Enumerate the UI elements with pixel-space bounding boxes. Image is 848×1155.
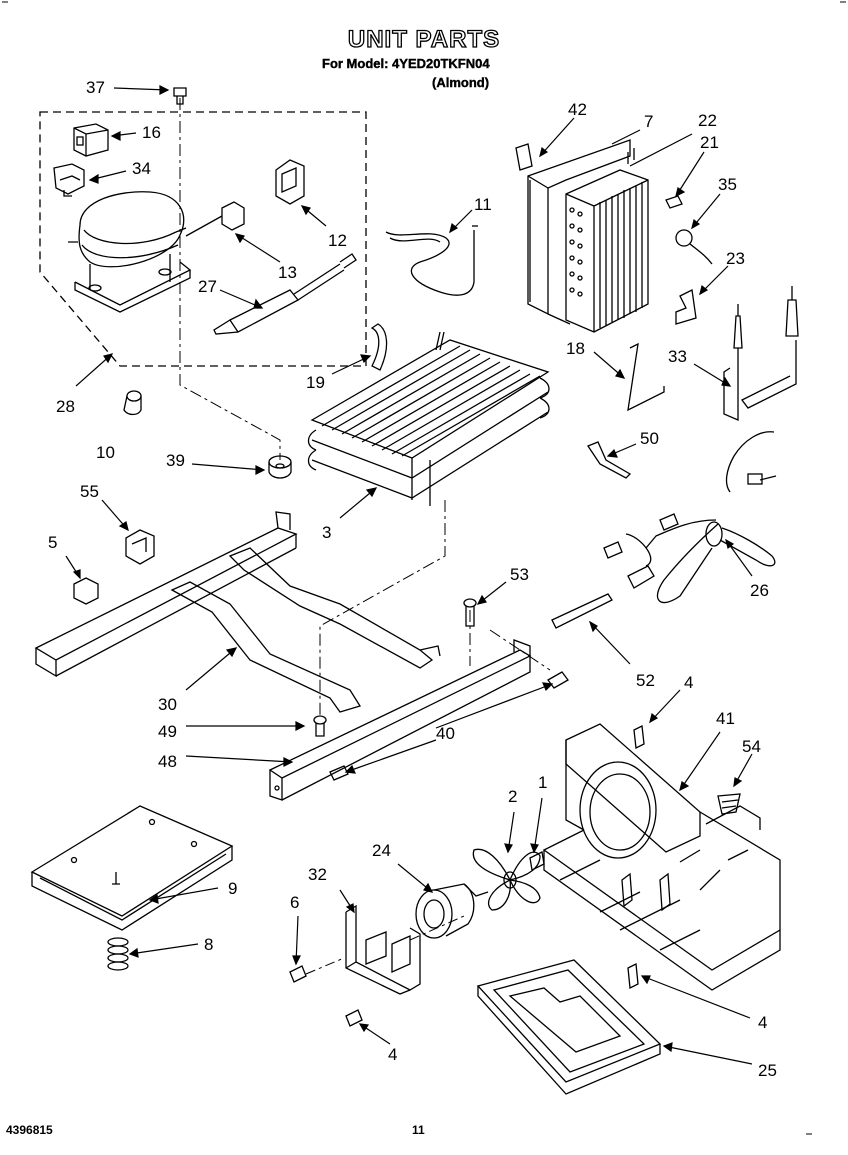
callout-27: 27 xyxy=(198,277,217,296)
part-1-clip xyxy=(529,851,545,871)
callout-39: 39 xyxy=(166,451,185,470)
callout-35: 35 xyxy=(718,175,737,194)
part-11-tube xyxy=(385,225,478,296)
compressor xyxy=(68,191,192,313)
color-line: (Almond) xyxy=(432,75,490,90)
part-53-screw xyxy=(463,598,477,627)
callout-28: 28 xyxy=(56,397,75,416)
callout-9: 9 xyxy=(228,879,237,898)
callout-41: 41 xyxy=(716,709,735,728)
part-7-evaporator-cover xyxy=(527,139,631,325)
callout-leader-lines xyxy=(65,85,753,1065)
part-35-thermostat xyxy=(675,229,713,265)
part-9-panel xyxy=(30,805,234,931)
callout-48: 48 xyxy=(158,752,177,771)
part-40-screw-b xyxy=(329,765,349,781)
callout-42: 42 xyxy=(568,100,587,119)
model-line: For Model: 4YED20TKFN04 xyxy=(322,56,490,71)
callout-3: 3 xyxy=(322,523,331,542)
part-2-fan-blade xyxy=(472,848,541,911)
part-27-drier xyxy=(213,253,357,335)
part-24-fan-motor xyxy=(415,883,489,939)
part-10-grommet xyxy=(123,390,142,416)
callout-49: 49 xyxy=(158,722,177,741)
callout-4-top: 4 xyxy=(684,673,693,692)
callout-5: 5 xyxy=(48,533,57,552)
callout-12: 12 xyxy=(328,231,347,250)
callout-2: 2 xyxy=(508,787,517,806)
part-55-bracket xyxy=(125,529,155,565)
callout-54: 54 xyxy=(742,737,761,756)
part-40-rail xyxy=(268,639,532,801)
callout-labels: 37 16 34 12 13 27 28 10 39 55 5 42 7 22 … xyxy=(48,78,777,1080)
callout-21: 21 xyxy=(700,133,719,152)
part-30-frame xyxy=(34,511,441,713)
part-16-relay xyxy=(73,123,109,157)
callout-32: 32 xyxy=(308,865,327,884)
part-4-screw-a xyxy=(633,725,645,749)
callout-4-bottom: 4 xyxy=(388,1045,397,1064)
part-5-clip xyxy=(73,577,99,605)
part-22-evaporator xyxy=(565,148,649,333)
callout-22: 22 xyxy=(698,111,717,130)
callout-55: 55 xyxy=(80,482,99,501)
part-6-screw xyxy=(289,965,307,983)
callout-50: 50 xyxy=(640,429,659,448)
callout-19: 19 xyxy=(306,373,325,392)
part-34-overload xyxy=(53,163,85,197)
footer-doc-number: 4396815 xyxy=(6,1123,53,1137)
callout-40: 40 xyxy=(436,724,455,743)
callout-8: 8 xyxy=(204,935,213,954)
part-23-clip xyxy=(675,289,697,325)
part-49-screw xyxy=(313,715,327,737)
part-32-motor-bracket xyxy=(345,904,465,995)
part-4-screw-c xyxy=(345,1009,363,1027)
part-12-bracket xyxy=(275,159,305,205)
part-54-wire-nut xyxy=(717,793,741,815)
part-26-wire-harness xyxy=(603,431,777,604)
part-19-tube xyxy=(370,323,388,371)
part-3-condenser xyxy=(307,331,550,506)
callout-23: 23 xyxy=(726,249,745,268)
part-4-screw-b xyxy=(627,962,639,990)
callout-30: 30 xyxy=(158,695,177,714)
part-39-grommet xyxy=(268,455,292,479)
callout-10: 10 xyxy=(96,443,115,462)
footer-page-number: 11 xyxy=(412,1123,425,1137)
callout-11: 11 xyxy=(474,195,492,214)
part-50-clip xyxy=(587,441,632,479)
callout-13: 13 xyxy=(278,263,297,282)
part-42-clip xyxy=(515,143,533,171)
part-33-tubing xyxy=(723,286,799,421)
callout-37: 37 xyxy=(86,78,105,97)
callout-1: 1 xyxy=(538,773,547,792)
part-13-clip xyxy=(185,201,245,237)
callout-33: 33 xyxy=(668,347,687,366)
page-title: UNIT PARTS xyxy=(347,25,501,53)
callout-26: 26 xyxy=(750,581,769,600)
part-8-spring xyxy=(107,937,129,971)
part-25-drain-pan xyxy=(476,959,662,1095)
part-18-bracket xyxy=(627,342,665,412)
part-40-screw-a xyxy=(547,671,569,689)
part-41-fan-shroud xyxy=(542,723,781,991)
callout-34: 34 xyxy=(132,159,151,178)
callout-7: 7 xyxy=(644,112,653,131)
callout-4-right: 4 xyxy=(758,1013,767,1032)
part-21-screw xyxy=(665,195,683,209)
part-52-tie xyxy=(551,593,613,629)
callout-18: 18 xyxy=(566,339,585,358)
part-37-screw xyxy=(173,87,187,105)
callout-24: 24 xyxy=(372,841,391,860)
callout-52: 52 xyxy=(636,671,655,690)
callout-16: 16 xyxy=(142,123,161,142)
callout-6: 6 xyxy=(290,893,299,912)
compressor-group-dashed-box xyxy=(39,111,367,367)
callout-53: 53 xyxy=(510,565,529,584)
callout-25: 25 xyxy=(758,1061,777,1080)
